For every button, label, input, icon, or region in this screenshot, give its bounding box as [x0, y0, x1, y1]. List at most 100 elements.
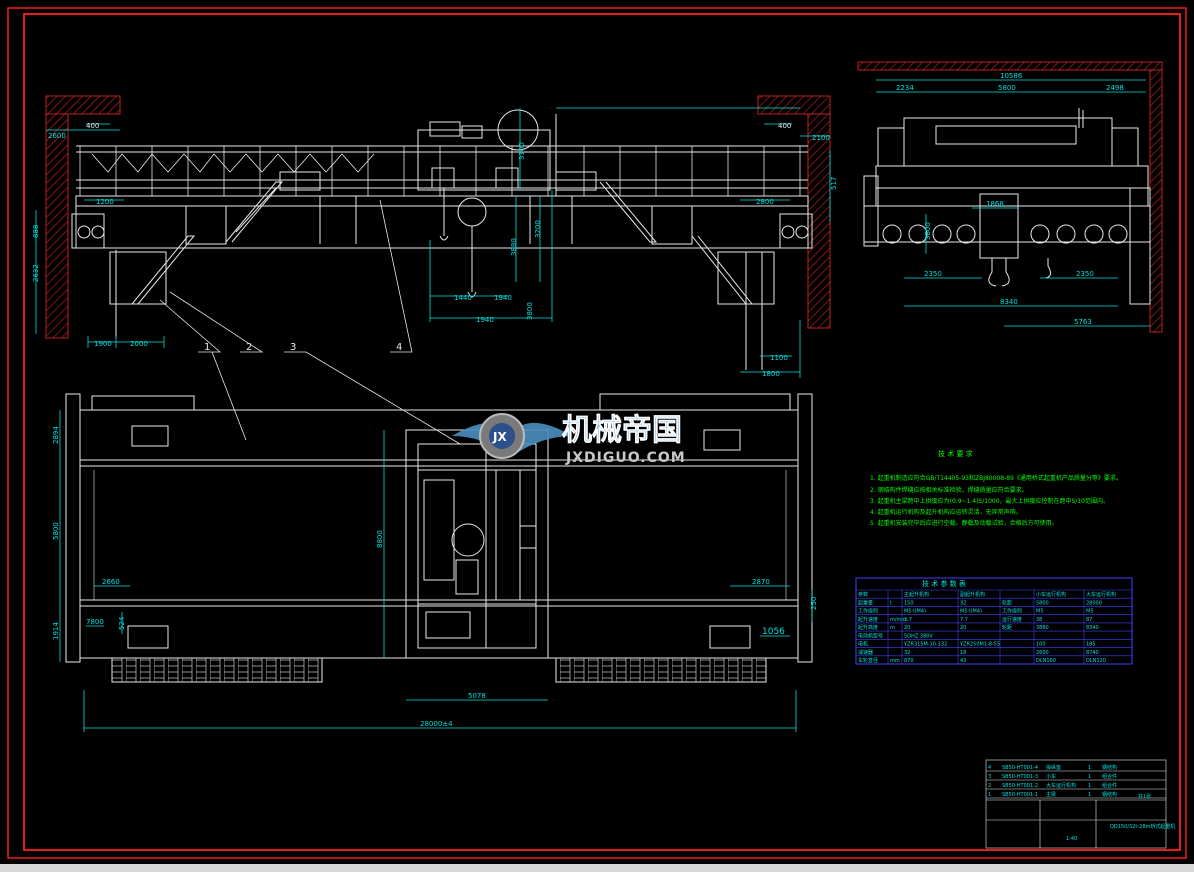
dim-5800-plan: 5800 — [52, 522, 60, 540]
param-cell: 电机 — [858, 641, 868, 648]
parts-cell: 大车运行机构 — [1046, 782, 1076, 789]
parts-cell: 1 — [1088, 792, 1091, 798]
watermark-title: 机械帝国 — [562, 413, 682, 448]
parts-cell: 4 — [988, 765, 991, 771]
param-cell: 32 — [960, 600, 966, 606]
parts-cell: SB50-HT001-1 — [1002, 792, 1038, 798]
parts-cell: 组合件 — [1102, 782, 1117, 789]
plan-view — [65, 393, 813, 683]
dim-1940-b: 1940 — [476, 316, 494, 324]
dim-1940-a: 1940 — [494, 294, 512, 302]
param-cell: 大车运行机构 — [1086, 591, 1116, 598]
technical-notes: 技 术 要 求 1. 起重机制造应符合GB/T14405-93和ZBJ80008… — [870, 449, 1122, 527]
parts-cell: SB50-HT001-2 — [1002, 783, 1038, 789]
parts-cell: 3 — [988, 774, 991, 780]
dim-1056: 1056 — [762, 627, 785, 637]
callout-1: 1 — [204, 342, 210, 353]
dim-2498: 2498 — [1106, 84, 1124, 92]
param-cell: 起升高度 — [858, 624, 878, 631]
trolley-plan — [405, 429, 549, 659]
drawing-scale: 1:40 — [1066, 836, 1077, 842]
elevation-dimension-text: 400 400 2600 2100 1200 2800 1900 2000 14… — [32, 122, 838, 378]
dim-2894: 2894 — [52, 426, 60, 444]
note-line-4: 4. 起重机运行机构及起升机构应运转灵活，无异常声响。 — [870, 508, 1022, 516]
right-wall-hatch — [757, 95, 831, 115]
param-cell: 7.7 — [960, 617, 968, 623]
left-wall-hatch — [45, 95, 121, 115]
outer-frame — [7, 7, 1187, 859]
dim-3880: 3880 — [510, 238, 518, 256]
parts-cell: 小车 — [1046, 773, 1056, 780]
param-cell: 8340 — [1086, 625, 1099, 631]
dim-1868: 1868 — [986, 200, 1004, 208]
param-cell: 3880 — [1036, 625, 1049, 631]
trolley-side — [903, 117, 1113, 167]
bridge-girder-side — [863, 205, 1151, 243]
param-cell: 副起升机构 — [960, 591, 985, 598]
param-cell: M5 — [1086, 609, 1094, 615]
param-cell: 起重量 — [858, 599, 873, 606]
dim-1200: 1200 — [96, 198, 114, 206]
dim-524: 524 — [118, 616, 126, 630]
inner-frame — [23, 13, 1181, 851]
note-line-1: 1. 起重机制造应符合GB/T14405-93和ZBJ80008-89《通用桥式… — [870, 474, 1122, 482]
watermark-url: JXDIGUO.COM — [565, 450, 686, 466]
callout-numbers: 1 2 3 4 — [204, 342, 402, 353]
end-carriage-left — [71, 213, 105, 249]
dim-2632: 2632 — [32, 264, 40, 282]
watermark-badge: JX — [492, 430, 507, 444]
bottom-scroll-bar — [0, 864, 1194, 872]
cab-right — [651, 205, 693, 245]
dim-2350-b: 2350 — [1076, 270, 1094, 278]
side-view-dimensions — [876, 79, 1150, 327]
dim-5800: 5800 — [998, 84, 1016, 92]
dim-400-left: 400 — [86, 122, 99, 130]
param-cell: 主起升机构 — [904, 591, 929, 598]
param-cell: 减速器 — [858, 649, 873, 656]
callout-2: 2 — [246, 342, 252, 353]
dim-1100: 1100 — [770, 354, 788, 362]
dim-1440: 1440 — [454, 294, 472, 302]
parts-cell: 1 — [1088, 765, 1091, 771]
note-line-5: 5. 起重机安装完毕后应进行空载、静载及动载试验，合格后方可使用。 — [870, 519, 1058, 527]
dim-8800: 8800 — [376, 530, 384, 548]
parts-cell: 钢结构 — [1102, 764, 1117, 771]
dim-span: 28000±4 — [420, 720, 453, 728]
plan-dimension-text: 2894 5800 1914 2660 2870 7800 524 8800 1… — [52, 426, 818, 728]
param-cell: t — [890, 600, 892, 606]
callout-3: 3 — [290, 342, 296, 353]
param-cell: 轮距 — [1002, 624, 1012, 631]
param-cell: 3.7 — [904, 617, 912, 623]
param-cell: 2600 — [1036, 650, 1049, 656]
note-line-2: 2. 钢结构件焊缝应按相关标准检验，焊缝质量应符合要求。 — [870, 486, 1028, 494]
param-cell: 8740 — [1086, 650, 1099, 656]
param-cell: M5·I(M4) — [960, 609, 982, 615]
dim-2000: 2000 — [130, 340, 148, 348]
param-cell: 小车运行机构 — [1036, 591, 1066, 598]
dim-3800: 3800 — [526, 302, 534, 320]
params-title: 技 术 参 数 表 — [922, 579, 966, 588]
param-cell: mm — [890, 658, 900, 664]
dim-8340: 8340 — [1000, 298, 1018, 306]
dim-5078: 5078 — [468, 692, 486, 700]
param-cell: 150 — [904, 600, 914, 606]
note-line-3: 3. 起重机主梁跨中上拱度应为(0.9~1.4)S/1000，最大上拱度应控制在… — [870, 497, 1109, 505]
param-cell: 38 — [1036, 617, 1042, 623]
param-cell: 工作级别 — [1002, 608, 1022, 615]
param-cell: 43 — [960, 658, 966, 664]
param-cell: DLN120 — [1086, 658, 1106, 664]
drawing-sheet: 共1张 — [1138, 793, 1151, 800]
front-elevation-view — [45, 95, 831, 370]
parts-cell: 组合件 — [1102, 773, 1117, 780]
dim-10586: 10586 — [1000, 72, 1023, 80]
dim-888: 888 — [32, 225, 40, 238]
param-cell: 20 — [960, 625, 966, 631]
dim-400-right: 400 — [778, 122, 791, 130]
dim-1900: 1900 — [94, 340, 112, 348]
param-cell: 32 — [904, 650, 910, 656]
param-cell: YZR315M-10-132 — [903, 642, 947, 648]
param-cell: 车轮直径 — [858, 657, 878, 664]
